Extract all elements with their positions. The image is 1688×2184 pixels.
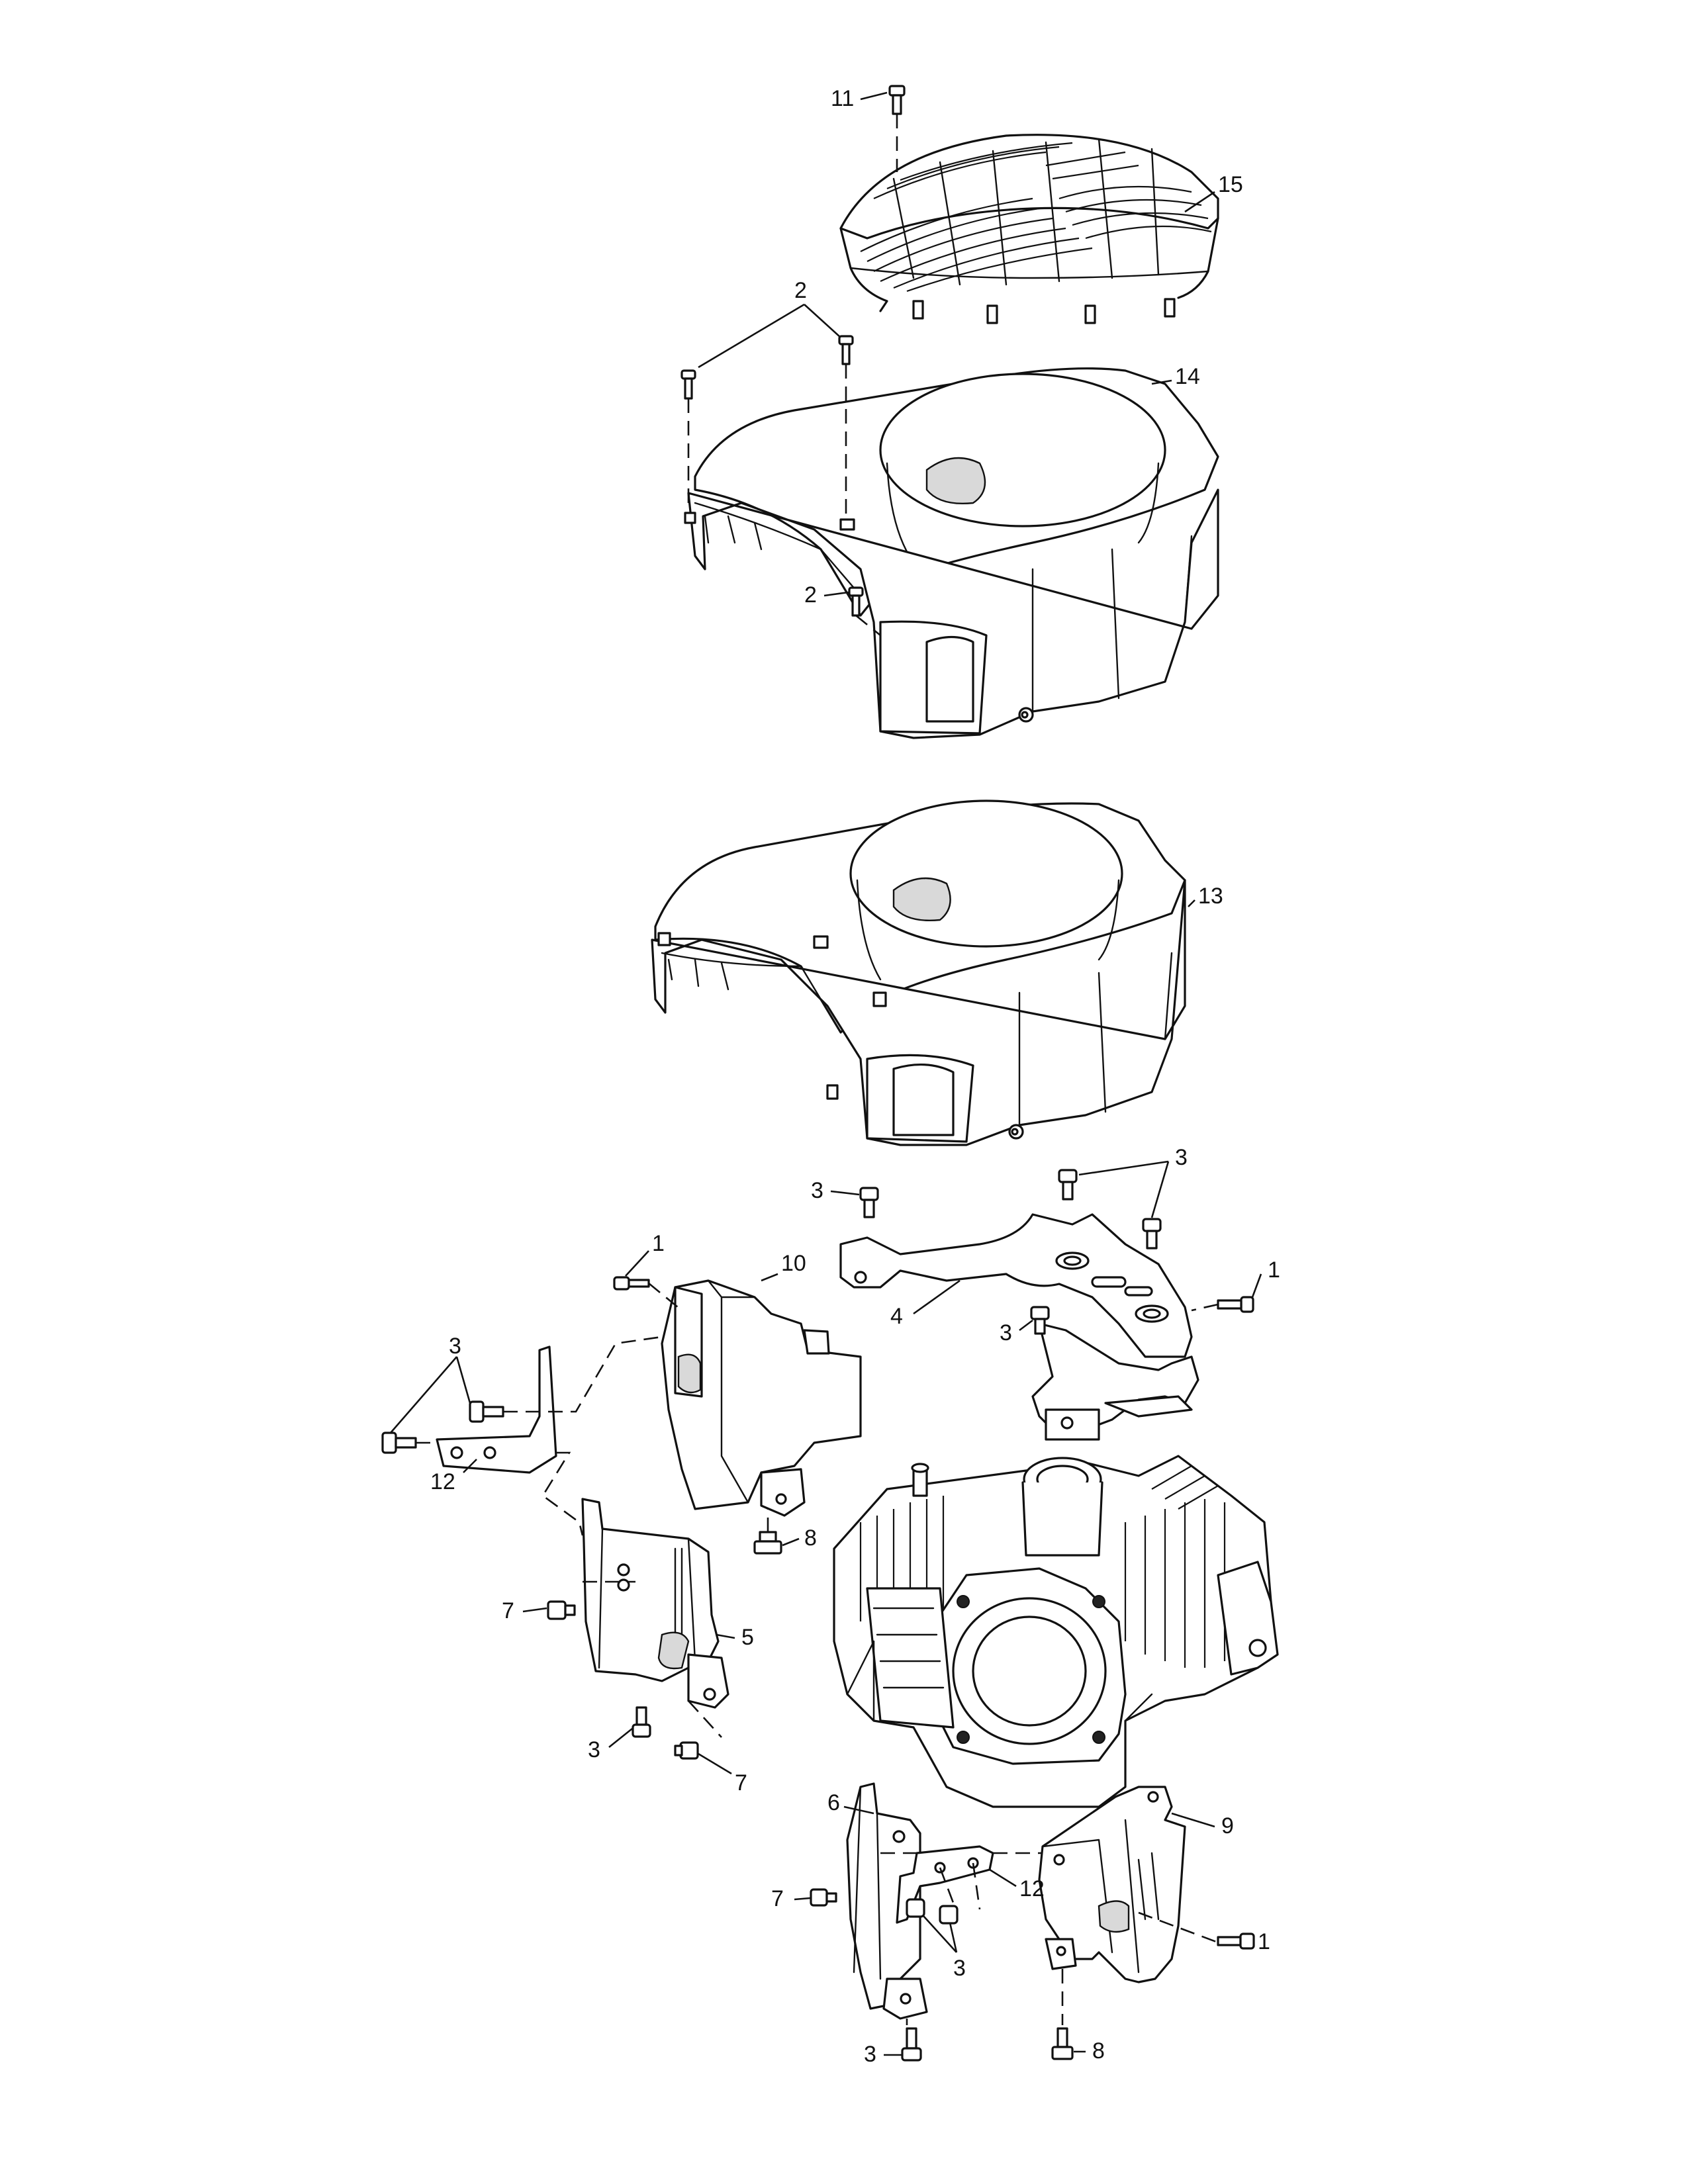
callout-13: 13 (1198, 884, 1223, 909)
callout-3-d: 3 (449, 1334, 461, 1359)
bolt-part-3-lower-b (939, 1905, 959, 1925)
screw-part-2-right (838, 335, 854, 520)
bolt-part-3-top-right-a (1058, 1169, 1078, 1201)
callout-3-a: 3 (811, 1178, 823, 1203)
callout-3-g: 3 (864, 2042, 876, 2067)
callout-3-e: 3 (588, 1737, 600, 1762)
side-cover-part-5 (581, 1498, 729, 1738)
callout-12-b: 12 (1019, 1876, 1045, 1901)
blower-housing-part-13 (651, 799, 1186, 1146)
callout-1-c: 1 (1258, 1929, 1270, 1954)
bolt-part-3-lower-a (906, 1898, 925, 1918)
callout-8-a: 8 (804, 1525, 817, 1551)
nut-part-8-upper (753, 1509, 782, 1555)
callout-7-c: 7 (771, 1886, 784, 1911)
screw-part-2-left (680, 369, 696, 510)
screw-part-2-lower (848, 586, 881, 637)
callout-2-lower: 2 (804, 582, 817, 608)
bolt-part-3-side-cover (632, 1706, 651, 1738)
nut-part-7-lower (674, 1741, 699, 1760)
blower-housing-part-14 (684, 367, 1219, 739)
callout-labels: 11 15 2 14 2 13 3 3 1 10 1 4 3 3 12 8 7 … (430, 86, 1280, 2067)
callout-1-a: 1 (652, 1231, 665, 1256)
callout-3-c: 3 (1000, 1320, 1012, 1345)
screw-part-11 (888, 85, 906, 172)
callout-3-f: 3 (953, 1956, 966, 1981)
shroud-part-10 (661, 1279, 862, 1517)
callout-2-top: 2 (794, 278, 807, 303)
callout-1-b: 1 (1268, 1257, 1280, 1283)
bolt-part-3-bottom (901, 2027, 922, 2062)
nut-part-7-lower-left (810, 1888, 837, 1907)
callout-14: 14 (1175, 364, 1200, 389)
callout-8-b: 8 (1092, 2038, 1105, 2064)
lower-shroud-part-9 (1038, 1786, 1219, 2025)
callout-4: 4 (890, 1304, 903, 1329)
bolt-part-1-lower-right (1217, 1933, 1255, 1950)
leader-lines (390, 91, 1262, 2056)
dashed-line-bracket-right (939, 1862, 981, 1910)
callout-11: 11 (831, 86, 854, 111)
callout-7-b: 7 (735, 1770, 747, 1796)
grille-guard-part-15 (839, 134, 1219, 324)
baffle-plate-part-4 (839, 1213, 1199, 1441)
callout-10: 10 (781, 1251, 806, 1276)
dashed-line-bracket-left (416, 1336, 663, 1536)
lower-shroud-part-6 (846, 1782, 1043, 2025)
engine-block (833, 1455, 1279, 1808)
bracket-part-12-left (436, 1345, 557, 1474)
bolt-part-3-top-left (859, 1187, 879, 1218)
callout-5: 5 (741, 1625, 754, 1650)
callout-7-a: 7 (502, 1598, 514, 1623)
bolt-part-1-right (1191, 1296, 1254, 1313)
bolt-part-3-bracket-b (381, 1432, 417, 1454)
callout-6: 6 (827, 1790, 840, 1815)
callout-15: 15 (1218, 172, 1243, 197)
bolt-part-3-top-right-b (1142, 1218, 1162, 1250)
callout-9: 9 (1221, 1813, 1234, 1839)
nut-part-7-left (547, 1600, 576, 1620)
bolt-part-3-bracket-a (469, 1400, 504, 1423)
bolt-part-1-left (613, 1276, 682, 1312)
callout-12-a: 12 (430, 1469, 455, 1494)
nut-part-8-bottom (1051, 2027, 1074, 2060)
bolt-part-3-mid (1030, 1306, 1050, 1335)
callout-3-b: 3 (1175, 1145, 1188, 1170)
